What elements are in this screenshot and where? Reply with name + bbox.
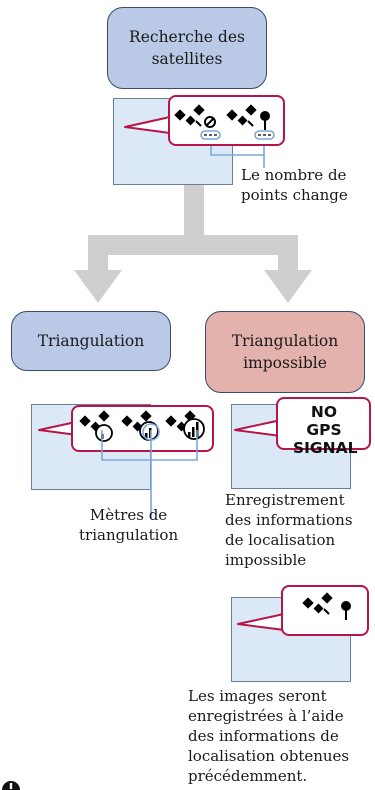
callout-previous [281, 585, 369, 636]
label-previous-line5: précédemment. [188, 767, 308, 785]
callout-tail-searching [124, 116, 171, 134]
split-arrow [74, 185, 312, 303]
connector-meters [101, 423, 198, 518]
label-recording-line3: de localisation [225, 531, 336, 549]
satellite-icon [226, 104, 257, 127]
label-points-change-line2: points change [241, 186, 348, 204]
label-recording-line4: impossible [225, 551, 307, 569]
node-impossible-line1: Triangulation [231, 332, 339, 350]
node-searching-satellites: Recherche des satellites [107, 7, 267, 89]
label-recording-line1: Enregistrement [225, 491, 345, 509]
pin-icon [341, 601, 351, 620]
node-impossible-line2: impossible [243, 354, 327, 372]
callout-triangulation [71, 405, 214, 452]
label-points-change-line1: Le nombre de [241, 166, 347, 184]
connector-points-change [210, 146, 265, 168]
label-recording-impossible: Enregistrement des informations de local… [225, 490, 353, 570]
callout-previous-icons [302, 592, 351, 620]
label-previous-line3: des informations de [188, 727, 339, 745]
label-previous-line2: enregistrées à l’aide [188, 707, 344, 725]
label-previous-line1: Les images seront [188, 687, 327, 705]
satellite-icon [174, 104, 205, 127]
satellite-icon [302, 592, 333, 615]
label-recording-line2: des informations [225, 511, 353, 529]
label-meters: Mètres de triangulation [79, 505, 178, 545]
label-previous-line4: localisation obtenues [188, 747, 350, 765]
node-triangulation-impossible: Triangulation impossible [205, 311, 365, 393]
node-triangulation: Triangulation [11, 311, 171, 371]
node-searching-line1: Recherche des [129, 28, 245, 46]
label-meters-line1: Mètres de [89, 506, 168, 524]
pin-icon [260, 111, 270, 130]
label-previous-info: Les images seront enregistrées à l’aide … [188, 686, 349, 786]
signal-bars-icon [183, 418, 205, 440]
callout-no-gps [276, 397, 371, 450]
no-gps-line2: SIGNAL [293, 439, 358, 457]
no-gps-signal-text: NO GPS SIGNAL [293, 403, 358, 457]
callout-searching-icons [174, 104, 275, 140]
no-signal-icon [204, 116, 216, 128]
callout-triangulation-icons [79, 410, 205, 442]
node-searching-line2: satellites [151, 50, 223, 68]
note-icon [2, 781, 20, 790]
callout-searching [168, 95, 285, 146]
label-meters-line2: triangulation [79, 526, 179, 544]
no-gps-line1: NO GPS [306, 403, 342, 439]
node-triangulation-label: Triangulation [37, 332, 145, 350]
label-points-change: Le nombre de points change [241, 165, 348, 205]
